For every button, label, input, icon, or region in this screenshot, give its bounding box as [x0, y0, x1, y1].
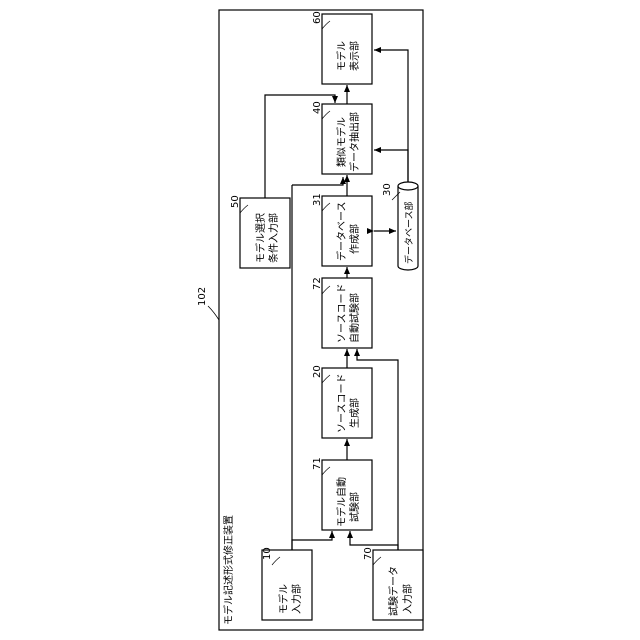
block-source-gen-ref: 20	[312, 365, 323, 378]
edge-10-71	[292, 531, 332, 550]
block-database-ref: 30	[382, 183, 393, 196]
block-similar-extract-line1: 類似モデル	[335, 117, 348, 167]
edge-30-60	[374, 50, 408, 182]
block-source-gen-line2: 生成部	[348, 398, 361, 428]
block-db-create-line2: 作成部	[348, 224, 361, 254]
block-source-auto-test-line1: ソースコード	[337, 284, 348, 344]
block-similar-extract-line2: データ抽出部	[348, 112, 361, 172]
block-source-auto-test-ref: 72	[312, 277, 323, 290]
device-title: モデル記述形式修正装置	[222, 515, 235, 625]
block-similar-extract-ref: 40	[312, 101, 323, 114]
block-similar-extract: 類似モデル データ抽出部 40	[312, 101, 372, 174]
block-model-auto-test-line1: モデル自動	[335, 477, 348, 527]
block-source-auto-test: ソースコード 自動試験部 72	[312, 277, 372, 348]
device-ref-leader	[208, 306, 219, 320]
block-model-auto-test: モデル自動 試験部 71	[312, 457, 372, 530]
block-model-input-line1: モデル	[277, 584, 290, 614]
block-model-input-ref: 10	[262, 547, 273, 560]
block-db-create: データベース 作成部 31	[312, 193, 372, 266]
block-source-gen-line1: ソースコード	[337, 374, 348, 434]
block-test-data-input: 試験データ 入力部 70	[363, 547, 423, 620]
block-model-input-line2: 入力部	[290, 584, 303, 614]
block-select-cond-input-ref: 50	[230, 195, 241, 208]
block-source-gen: ソースコード 生成部 20	[312, 365, 372, 438]
block-model-display-line1: モデル	[335, 41, 348, 71]
block-select-cond-input-line1: モデル選択	[254, 213, 267, 263]
block-db-create-ref: 31	[312, 193, 323, 206]
block-model-auto-test-ref: 71	[312, 457, 323, 470]
block-test-data-input-ref: 70	[363, 547, 374, 560]
device-ref: 102	[197, 287, 208, 306]
block-select-cond-input-line2: 条件入力部	[267, 213, 280, 263]
block-database: データベース部 30	[382, 182, 418, 270]
block-select-cond-input: モデル選択 条件入力部 50	[230, 195, 290, 268]
edge-70-71	[350, 531, 398, 550]
block-model-display-line2: 表示部	[348, 41, 361, 71]
block-test-data-input-line2: 入力部	[401, 584, 414, 614]
edge-30-40	[374, 150, 408, 182]
block-model-display-ref: 60	[312, 11, 323, 24]
block-source-auto-test-line2: 自動試験部	[348, 293, 361, 343]
block-model-input: モデル 入力部 10	[262, 547, 312, 620]
block-model-auto-test-line2: 試験部	[348, 492, 361, 522]
edge-bus-31	[292, 177, 343, 185]
block-model-display: モデル 表示部 60	[312, 11, 372, 84]
block-test-data-input-line1: 試験データ	[387, 566, 400, 616]
block-database-label: データベース部	[403, 201, 415, 264]
block-db-create-line1: データベース	[335, 202, 348, 262]
